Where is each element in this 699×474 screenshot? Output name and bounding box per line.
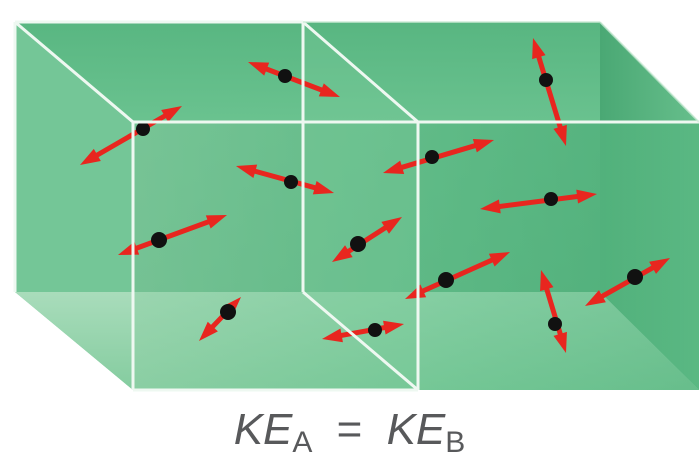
molecule-dot [278, 69, 292, 83]
ke-a-subscript: A [292, 426, 312, 459]
molecule-dot [284, 175, 298, 189]
molecule-dot [425, 150, 439, 164]
kinetic-energy-equation: KEA = KEB [0, 400, 699, 460]
molecule-dot [438, 272, 454, 288]
molecule-dot [627, 269, 643, 285]
molecule-dot [350, 236, 366, 252]
molecule-dot [136, 122, 150, 136]
molecule-dot [368, 323, 382, 337]
ke-b-symbol: KE [387, 405, 446, 454]
ke-a-symbol: KE [234, 405, 293, 454]
molecule-dot [151, 232, 167, 248]
molecule-dot [220, 304, 236, 320]
equals-sign: = [337, 405, 363, 454]
molecule-dot [548, 317, 562, 331]
molecule-dot [539, 73, 553, 87]
molecule-dot [544, 192, 558, 206]
ke-b-subscript: B [445, 426, 465, 459]
